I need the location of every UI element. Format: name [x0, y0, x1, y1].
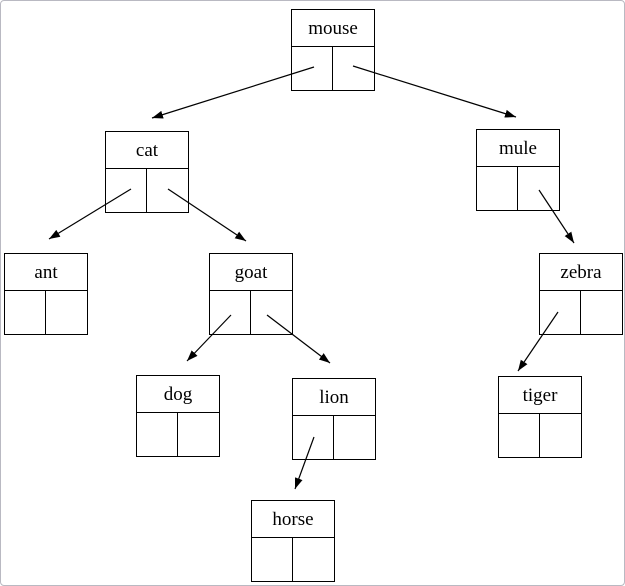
node-mouse-label: mouse	[292, 10, 374, 47]
node-zebra-right-pointer-cell	[581, 291, 622, 334]
node-horse-left-pointer-cell	[252, 538, 293, 581]
node-lion-pointers	[293, 416, 375, 459]
node-cat: cat	[105, 131, 189, 213]
node-lion-right-pointer-cell	[334, 416, 375, 459]
node-mouse-left-pointer-cell	[292, 47, 333, 90]
node-cat-pointers	[106, 169, 188, 212]
node-mouse-right-pointer-cell	[333, 47, 374, 90]
node-dog: dog	[136, 375, 220, 457]
node-mule-label: mule	[477, 130, 559, 167]
node-lion-label: lion	[293, 379, 375, 416]
node-lion: lion	[292, 378, 376, 460]
node-goat: goat	[209, 253, 293, 335]
node-ant-left-pointer-cell	[5, 291, 46, 334]
node-tiger-left-pointer-cell	[499, 414, 540, 457]
node-mule-right-pointer-cell	[518, 167, 559, 210]
node-dog-right-pointer-cell	[178, 413, 219, 456]
node-ant-pointers	[5, 291, 87, 334]
edge-mouse-mule-arrow	[352, 65, 517, 118]
node-mule-pointers	[477, 167, 559, 210]
node-mouse-pointers	[292, 47, 374, 90]
node-mule-left-pointer-cell	[477, 167, 518, 210]
node-zebra-label: zebra	[540, 254, 622, 291]
node-cat-label: cat	[106, 132, 188, 169]
node-tiger: tiger	[498, 376, 582, 458]
node-cat-right-pointer-cell	[147, 169, 188, 212]
node-tiger-right-pointer-cell	[540, 414, 581, 457]
node-horse: horse	[251, 500, 335, 582]
node-zebra-pointers	[540, 291, 622, 334]
node-mouse: mouse	[291, 9, 375, 91]
node-zebra: zebra	[539, 253, 623, 335]
node-dog-left-pointer-cell	[137, 413, 178, 456]
node-lion-left-pointer-cell	[293, 416, 334, 459]
node-mule: mule	[476, 129, 560, 211]
node-horse-pointers	[252, 538, 334, 581]
node-cat-left-pointer-cell	[106, 169, 147, 212]
node-goat-left-pointer-cell	[210, 291, 251, 334]
node-goat-pointers	[210, 291, 292, 334]
node-horse-label: horse	[252, 501, 334, 538]
node-tiger-pointers	[499, 414, 581, 457]
node-horse-right-pointer-cell	[293, 538, 334, 581]
node-dog-pointers	[137, 413, 219, 456]
node-ant-label: ant	[5, 254, 87, 291]
node-tiger-label: tiger	[499, 377, 581, 414]
node-ant: ant	[4, 253, 88, 335]
node-goat-label: goat	[210, 254, 292, 291]
node-ant-right-pointer-cell	[46, 291, 87, 334]
node-goat-right-pointer-cell	[251, 291, 292, 334]
node-dog-label: dog	[137, 376, 219, 413]
edge-mouse-cat-arrow	[151, 66, 315, 119]
node-zebra-left-pointer-cell	[540, 291, 581, 334]
